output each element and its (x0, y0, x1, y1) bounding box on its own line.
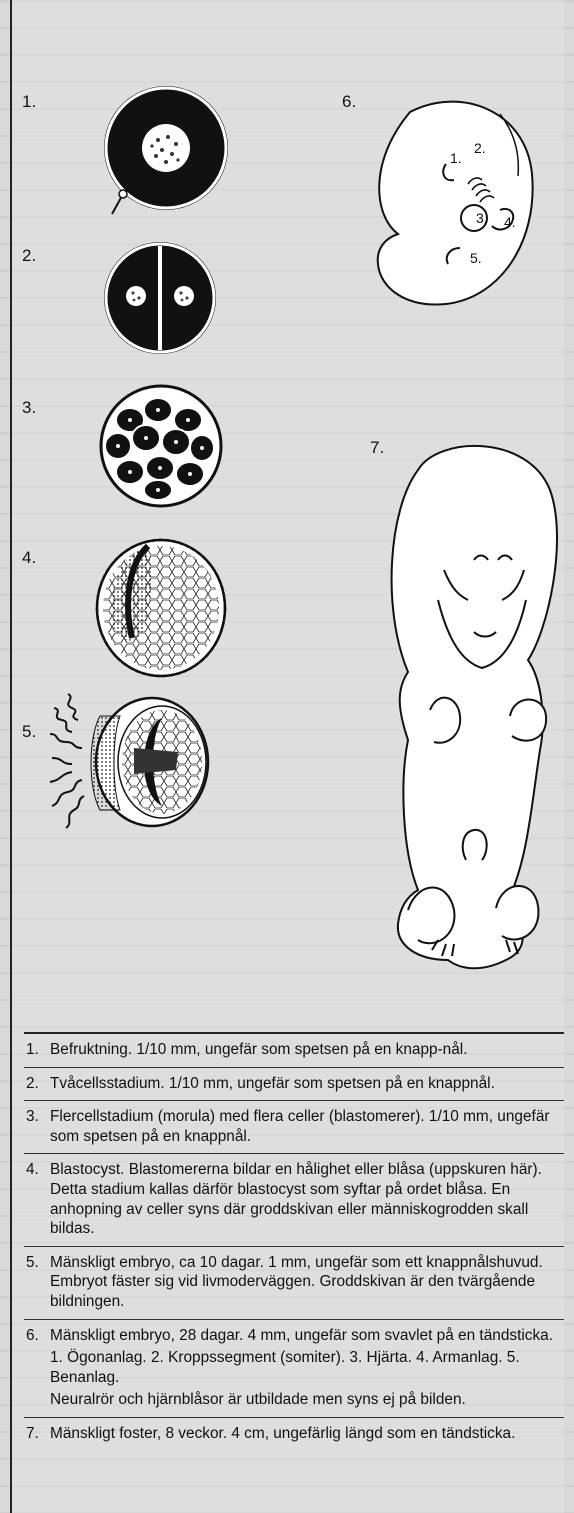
fertilization-illustration (82, 80, 242, 230)
fetus-8-weeks-illustration (378, 440, 568, 980)
caption-3: 3. Flercellstadium (morula) med flera ce… (24, 1100, 564, 1153)
caption-5: 5. Mänskligt embryo, ca 10 dagar. 1 mm, … (24, 1246, 564, 1319)
caption-text: Mänskligt foster, 8 veckor. 4 cm, ungefä… (50, 1424, 558, 1444)
part-label-3: 3. (476, 210, 488, 226)
caption-note: Neuralrör och hjärnblåsor är utbildade m… (50, 1390, 558, 1410)
caption-number: 4. (26, 1160, 39, 1180)
caption-text: Flercellstadium (morula) med flera celle… (50, 1107, 558, 1146)
caption-number: 1. (26, 1040, 39, 1060)
caption-number: 5. (26, 1253, 39, 1273)
part-label-5: 5. (470, 250, 482, 266)
label-stage-4: 4. (22, 548, 36, 568)
caption-list: 1. Befruktning. 1/10 mm, ungefär som spe… (24, 1032, 564, 1451)
blastocyst-illustration (88, 534, 234, 684)
label-stage-2: 2. (22, 246, 36, 266)
figure-panel: 1. 2. 3. 4. 5. 6. 7. (10, 0, 564, 1513)
caption-number: 6. (26, 1326, 39, 1346)
part-label-1: 1. (450, 150, 462, 166)
caption-2: 2. Tvåcellsstadium. 1/10 mm, ungefär som… (24, 1067, 564, 1101)
label-stage-3: 3. (22, 398, 36, 418)
two-cell-illustration (90, 236, 230, 366)
caption-number: 2. (26, 1074, 39, 1094)
caption-4: 4. Blastocyst. Blastomererna bildar en h… (24, 1153, 564, 1245)
morula-illustration (88, 380, 234, 520)
embryo-10-days-illustration (44, 688, 244, 838)
caption-1: 1. Befruktning. 1/10 mm, ungefär som spe… (24, 1032, 564, 1067)
caption-7: 7. Mänskligt foster, 8 veckor. 4 cm, ung… (24, 1417, 564, 1451)
caption-text: Tvåcellsstadium. 1/10 mm, ungefär som sp… (50, 1074, 558, 1094)
caption-number: 3. (26, 1107, 39, 1127)
caption-number: 7. (26, 1424, 39, 1444)
caption-text: Mänskligt embryo, 28 dagar. 4 mm, ungefä… (50, 1326, 558, 1346)
caption-text: Mänskligt embryo, ca 10 dagar. 1 mm, ung… (50, 1253, 558, 1312)
caption-6: 6. Mänskligt embryo, 28 dagar. 4 mm, ung… (24, 1319, 564, 1417)
caption-parts-legend: 1. Ögonanlag. 2. Kroppssegment (somiter)… (50, 1348, 558, 1387)
part-label-4: 4. (504, 214, 516, 230)
label-stage-1: 1. (22, 92, 36, 112)
embryo-28-days-illustration (350, 92, 550, 332)
label-stage-5: 5. (22, 722, 36, 742)
caption-text: Befruktning. 1/10 mm, ungefär som spetse… (50, 1040, 558, 1060)
caption-text: Blastocyst. Blastomererna bildar en håli… (50, 1160, 558, 1238)
part-label-2: 2. (474, 140, 486, 156)
